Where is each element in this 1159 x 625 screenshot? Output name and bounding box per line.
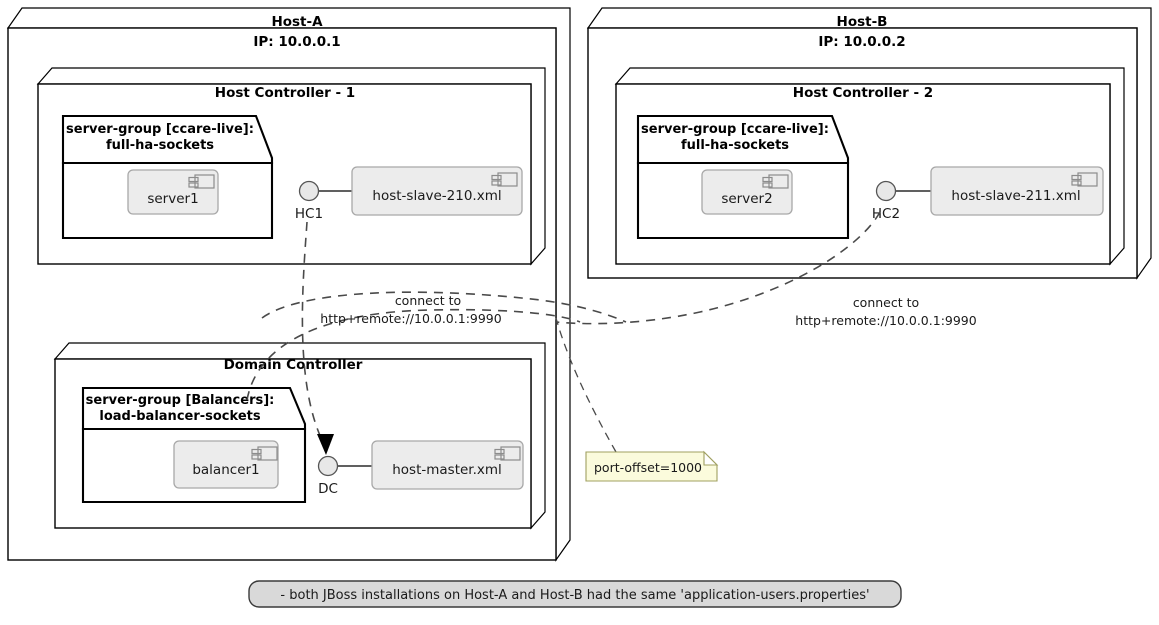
package-title-line1: server-group [Balancers]: bbox=[86, 393, 275, 408]
connect-label-line1: connect to bbox=[395, 293, 461, 308]
node-domain-controller[interactable]: Domain Controller server-group [Balancer… bbox=[53, 342, 546, 530]
package-title-line2: full-ha-sockets bbox=[106, 138, 214, 153]
interface-hc2[interactable]: HC2 bbox=[872, 180, 931, 223]
host-a-ip: IP: 10.0.0.1 bbox=[253, 34, 340, 50]
artifact-host-slave-210[interactable]: host-slave-210.xml bbox=[351, 166, 523, 216]
interface-dc[interactable]: DC bbox=[317, 455, 372, 498]
host-b-name: Host-B bbox=[837, 14, 888, 30]
component-server2-label: server2 bbox=[721, 191, 772, 207]
connect-label-line2: http+remote://10.0.0.1:9990 bbox=[320, 311, 501, 326]
connect-label-line2: http+remote://10.0.0.1:9990 bbox=[795, 313, 976, 328]
package-title-line1: server-group [ccare-live]: bbox=[641, 122, 829, 137]
domain-controller-title: Domain Controller bbox=[224, 357, 363, 373]
interface-dc-label: DC bbox=[318, 481, 338, 497]
node-host-a[interactable]: Host-A IP: 10.0.0.1 Host Controller - 1 … bbox=[6, 7, 571, 562]
connection-arc-upper[interactable] bbox=[261, 291, 627, 323]
connection-arc-left[interactable] bbox=[246, 308, 581, 401]
package-title-line2: full-ha-sockets bbox=[681, 138, 789, 153]
interface-hc1-label: HC1 bbox=[295, 206, 323, 222]
host-controller-1-title: Host Controller - 1 bbox=[215, 85, 355, 101]
interface-hc2-label: HC2 bbox=[872, 206, 900, 222]
component-balancer1[interactable]: balancer1 bbox=[173, 440, 279, 489]
component-server2[interactable]: server2 bbox=[701, 169, 793, 215]
artifact-host-slave-211-label: host-slave-211.xml bbox=[951, 188, 1080, 204]
package-ccare-live-host-b[interactable]: server-group [ccare-live]: full-ha-socke… bbox=[636, 114, 850, 240]
package-title-line2: load-balancer-sockets bbox=[99, 409, 260, 424]
connection-label-hc1: connect to http+remote://10.0.0.1:9990 bbox=[320, 293, 501, 326]
note-port-offset[interactable]: port-offset=1000 bbox=[585, 450, 719, 482]
package-balancers[interactable]: server-group [Balancers]: load-balancer-… bbox=[81, 386, 307, 504]
note-anchor-port-offset bbox=[555, 317, 617, 453]
artifact-host-master-label: host-master.xml bbox=[392, 462, 502, 478]
node-host-controller-2[interactable]: Host Controller - 2 server-group [ccare-… bbox=[614, 67, 1125, 266]
host-controller-2-title: Host Controller - 2 bbox=[793, 85, 933, 101]
legend-note[interactable]: - both JBoss installations on Host-A and… bbox=[248, 580, 902, 608]
component-balancer1-label: balancer1 bbox=[192, 462, 259, 478]
connection-hc2-to-dc[interactable] bbox=[555, 211, 881, 325]
component-server1-label: server1 bbox=[147, 191, 198, 207]
host-b-ip: IP: 10.0.0.2 bbox=[818, 34, 905, 50]
artifact-host-master[interactable]: host-master.xml bbox=[371, 440, 524, 490]
package-ccare-live-host-a[interactable]: server-group [ccare-live]: full-ha-socke… bbox=[61, 114, 274, 240]
legend-text: - both JBoss installations on Host-A and… bbox=[280, 588, 869, 603]
interface-hc1[interactable]: HC1 bbox=[295, 180, 352, 223]
connection-hc1-to-dc[interactable] bbox=[301, 221, 334, 455]
artifact-host-slave-210-label: host-slave-210.xml bbox=[372, 188, 501, 204]
node-host-controller-1[interactable]: Host Controller - 1 server-group [ccare-… bbox=[36, 67, 546, 266]
package-title-line1: server-group [ccare-live]: bbox=[66, 122, 254, 137]
node-host-b[interactable]: Host-B IP: 10.0.0.2 Host Controller - 2 … bbox=[586, 7, 1152, 280]
note-port-offset-label: port-offset=1000 bbox=[594, 460, 702, 475]
component-server1[interactable]: server1 bbox=[127, 169, 219, 215]
host-a-name: Host-A bbox=[271, 14, 323, 30]
artifact-host-slave-211[interactable]: host-slave-211.xml bbox=[930, 166, 1104, 216]
connection-label-hc2: connect to http+remote://10.0.0.1:9990 bbox=[795, 295, 976, 328]
connect-label-line1: connect to bbox=[853, 295, 919, 310]
